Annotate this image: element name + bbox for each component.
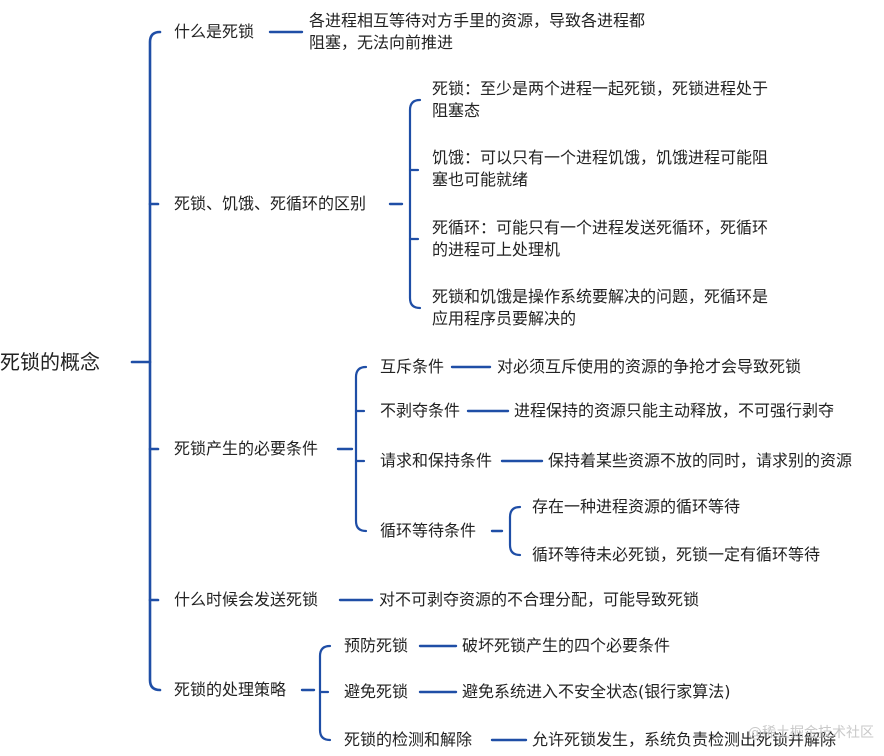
branch-differences: 死锁、饥饿、死循环的区别 xyxy=(174,194,367,213)
condition-desc-line: 保持着某些资源不放的同时，请求别的资源 xyxy=(548,451,853,470)
connector xyxy=(148,30,162,692)
condition-desc-line: 对必须互斥使用的资源的争抢才会导致死锁 xyxy=(497,357,802,376)
definition-text-line: 阻塞，无法向前推进 xyxy=(309,33,454,52)
strategy-label: 死锁的检测和解除 xyxy=(344,730,473,749)
strategy-desc-line: 允许死锁发生，系统负责检测出死锁并解除 xyxy=(532,730,837,749)
branch-strategies: 死锁的处理策略 xyxy=(174,680,287,699)
branch-when-deadlock: 什么时候会发送死锁 xyxy=(174,590,319,609)
condition-label: 请求和保持条件 xyxy=(380,451,493,470)
strategy-desc-line: 破坏死锁产生的四个必要条件 xyxy=(462,636,671,655)
circular-wait-desc-line: 存在一种进程资源的循环等待 xyxy=(532,497,741,516)
connector xyxy=(408,98,422,310)
connector xyxy=(354,365,368,533)
difference-item-line: 应用程序员要解决的 xyxy=(432,309,577,328)
watermark: @稀土掘金技术社区 xyxy=(748,725,874,741)
strategy-label: 避免死锁 xyxy=(344,682,409,701)
difference-item-line: 阻塞态 xyxy=(432,101,481,120)
when-desc-line: 对不可剥夺资源的不合理分配，可能导致死锁 xyxy=(379,590,700,609)
branch-conditions: 死锁产生的必要条件 xyxy=(174,439,319,458)
difference-item-line: 塞也可能就绪 xyxy=(432,170,529,189)
condition-label: 循环等待条件 xyxy=(380,521,477,540)
condition-label: 互斥条件 xyxy=(380,357,445,376)
difference-item-line: 的进程可上处理机 xyxy=(432,240,561,259)
strategy-desc-line: 避免系统进入不安全状态(银行家算法) xyxy=(462,682,731,701)
condition-desc-line: 进程保持的资源只能主动释放，不可强行剥夺 xyxy=(514,401,835,420)
difference-item-line: 死锁：至少是两个进程一起死锁，死锁进程处于 xyxy=(432,79,769,98)
difference-item-line: 饥饿：可以只有一个进程饥饿，饥饿进程可能阻 xyxy=(432,148,769,167)
circular-wait-desc-line: 循环等待未必死锁，死锁一定有循环等待 xyxy=(532,545,821,564)
difference-item-line: 死循环：可能只有一个进程发送死循环，死循环 xyxy=(432,218,769,237)
branch-what-is-deadlock: 什么是死锁 xyxy=(174,22,255,41)
difference-item-line: 死锁和饥饿是操作系统要解决的问题，死循环是 xyxy=(432,287,769,306)
definition-text-line: 各进程相互等待对方手里的资源，导致各进程都 xyxy=(309,11,646,30)
connector xyxy=(508,505,522,557)
strategy-label: 预防死锁 xyxy=(344,636,409,655)
condition-label: 不剥夺条件 xyxy=(380,401,461,420)
root-topic: 死锁的概念 xyxy=(0,350,100,374)
